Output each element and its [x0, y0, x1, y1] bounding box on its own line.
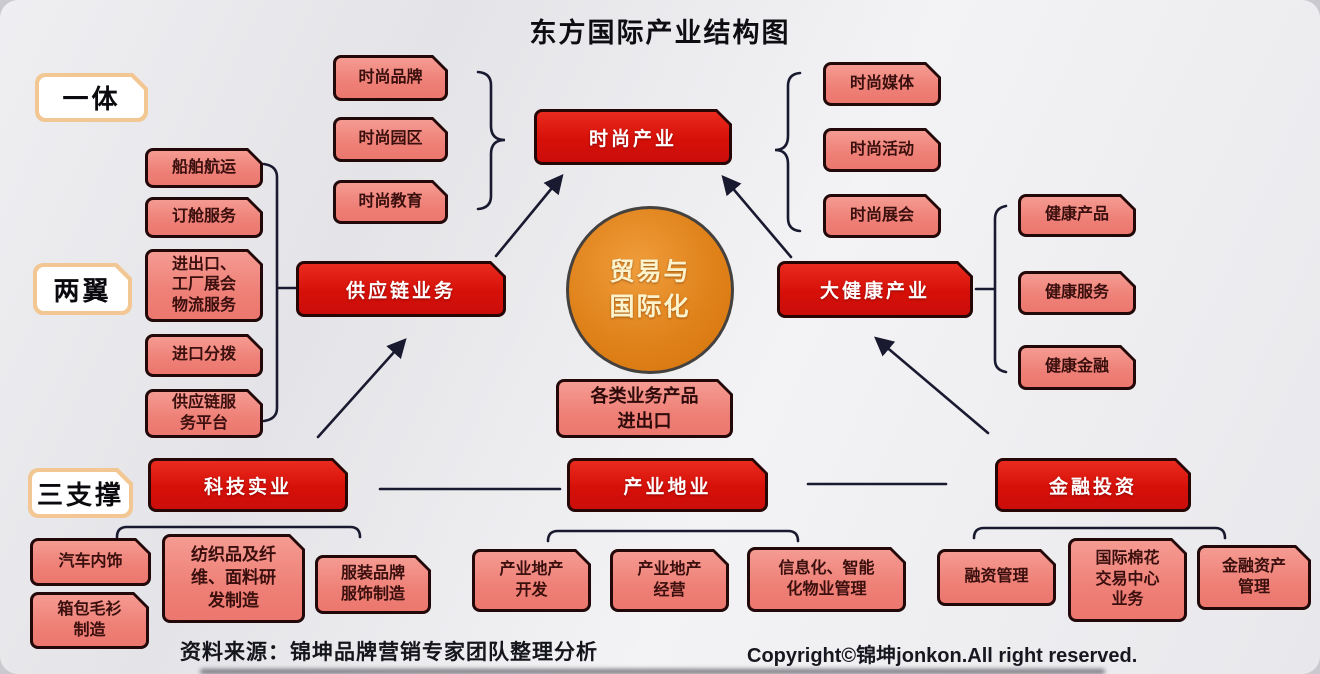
node-fashion-education: 时尚教育 — [333, 180, 448, 224]
footer-source: 资料来源：锦坤品牌营销专家团队整理分析 — [180, 639, 598, 664]
arrow-health-to-fashion — [721, 175, 793, 259]
label-two-wings: 两翼 — [33, 263, 132, 315]
bracket-tech-items — [115, 525, 362, 539]
node-apparel-brand-manufacturing: 服装品牌 服饰制造 — [315, 555, 431, 614]
node-health-services: 健康服务 — [1018, 271, 1136, 315]
node-shipping: 船舶航运 — [145, 148, 263, 188]
node-health-products: 健康产品 — [1018, 194, 1136, 237]
label-one-body: 一体 — [35, 73, 148, 122]
node-finance-investment: 金融投资 — [995, 458, 1191, 512]
node-fashion-events: 时尚活动 — [823, 128, 941, 172]
arrow-finance-to-health — [874, 336, 990, 435]
node-import-distribution: 进口分拨 — [145, 334, 263, 377]
node-supply-chain-platform: 供应链服 务平台 — [145, 389, 263, 438]
node-financial-asset-management: 金融资产 管理 — [1197, 545, 1311, 610]
node-smart-property-management: 信息化、智能 化物业管理 — [747, 547, 906, 612]
node-fashion-exhibition: 时尚展会 — [823, 194, 941, 238]
arrow-tech-to-supply — [316, 338, 407, 439]
node-import-export-logistics: 进出口、 工厂展会 物流服务 — [145, 249, 263, 322]
label-three-pillars: 三支撑 — [28, 468, 133, 518]
brace-fashion-right — [774, 71, 802, 233]
bracket-health-items — [974, 204, 1008, 374]
node-cotton-exchange-center: 国际棉花 交易中心 业务 — [1068, 538, 1187, 622]
bracket-finance-items — [972, 526, 1227, 540]
node-booking-service: 订舱服务 — [145, 197, 263, 238]
node-bags-knitwear: 箱包毛衫 制造 — [30, 592, 149, 649]
node-industry-estate: 产业地业 — [567, 458, 768, 512]
bracket-estate-items — [546, 529, 800, 543]
bracket-supply-items — [262, 162, 299, 423]
node-financing-management: 融资管理 — [937, 549, 1056, 606]
node-estate-development: 产业地产 开发 — [472, 549, 591, 612]
diagram-title: 东方国际产业结构图 — [529, 18, 791, 48]
node-trade-gateway: 各类业务产品 进出口 — [556, 379, 733, 438]
arrow-supply-to-fashion — [494, 173, 564, 258]
node-estate-operation: 产业地产 经营 — [610, 549, 729, 612]
node-fashion-park: 时尚园区 — [333, 117, 448, 162]
node-textile-rd-manufacturing: 纺织品及纤 维、面料研 发制造 — [162, 534, 305, 623]
node-fashion-brand: 时尚品牌 — [333, 55, 448, 101]
node-supply-chain-business: 供应链业务 — [296, 261, 506, 317]
node-health-industry: 大健康产业 — [777, 261, 973, 318]
node-fashion-media: 时尚媒体 — [823, 62, 941, 106]
node-fashion-industry: 时尚产业 — [534, 109, 732, 165]
footer-copyright: Copyright©锦坤jonkon.All right reserved. — [747, 645, 1138, 667]
node-health-finance: 健康金融 — [1018, 345, 1136, 390]
brace-fashion-left — [476, 70, 506, 211]
node-auto-interior: 汽车内饰 — [30, 538, 151, 586]
node-trade-internationalization-circle: 贸易与 国际化 — [566, 206, 734, 374]
node-tech-industry: 科技实业 — [148, 458, 348, 512]
